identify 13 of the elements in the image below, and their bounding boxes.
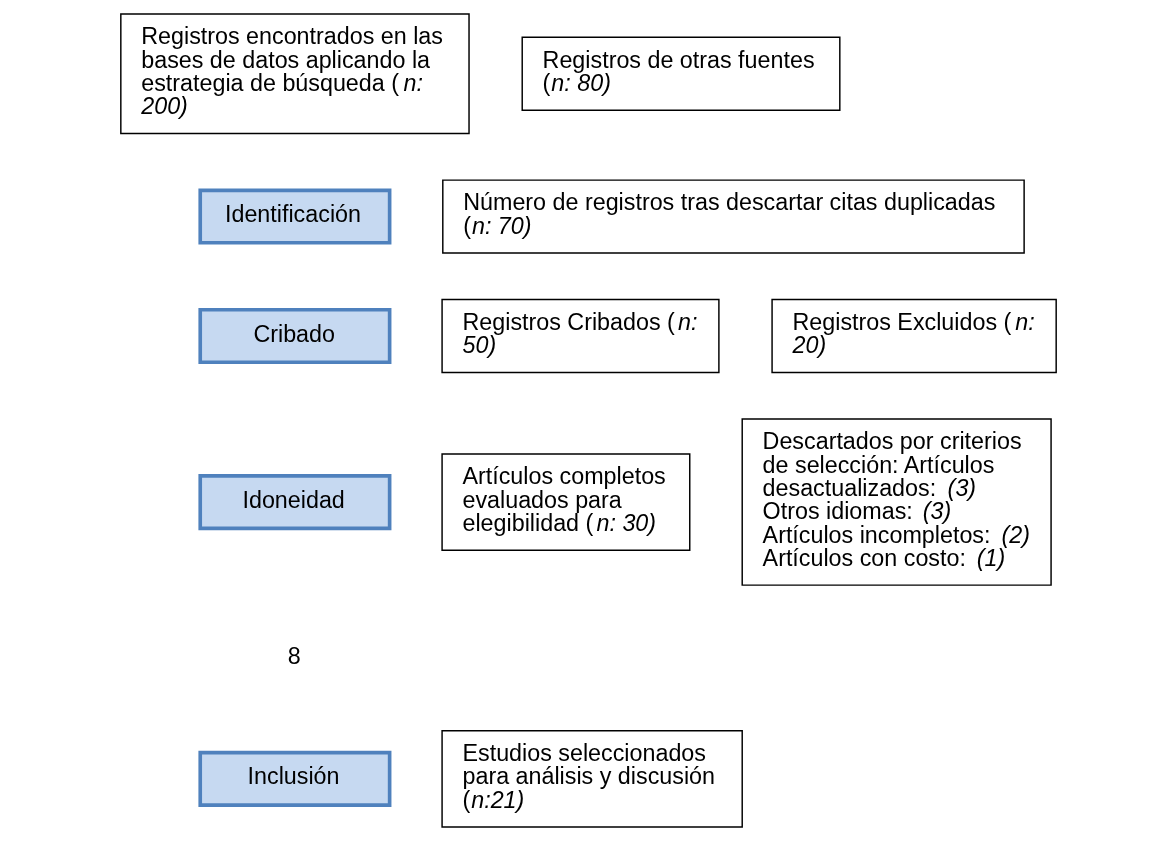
node-box: Artículos completos evaluados para elegibilidad (n: 30) <box>440 453 690 551</box>
node-box: Registros Cribados (n: 50) <box>440 298 720 374</box>
label: 8 <box>287 642 301 669</box>
node-box: Identificación <box>197 188 391 245</box>
node-box: Registros encontrados en las bases de datos aplicando la estrategia de búsqueda (n: 200) <box>119 13 470 135</box>
node-box: Idoneidad <box>197 474 391 531</box>
node-box: Cribado <box>197 307 391 365</box>
node-box: Registros Excluidos (n: 20) <box>770 298 1057 374</box>
node-box: Número de registros tras descartar citas duplicadas (n: 70) <box>441 179 1025 254</box>
node-box: Inclusión <box>197 750 391 807</box>
node-box: Estudios seleccionados para análisis y discusión (n:21) <box>440 730 743 828</box>
node-box: Registros de otras fuentes (n: 80) <box>521 36 841 111</box>
node-box: Descartados por criterios de selección: Artículos desactualizados: (3) Otros idiomas: (3) Artículos incompletos: (2) Artículos con costo: (1) <box>741 418 1052 586</box>
